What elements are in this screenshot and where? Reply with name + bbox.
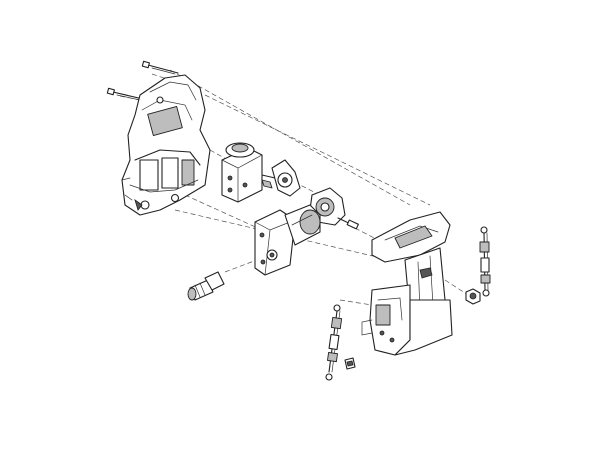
cam-plate (261, 159, 301, 197)
motor-gearbox (254, 204, 321, 276)
gearbox-small (221, 142, 276, 203)
cable-left (325, 304, 343, 381)
screw-lower (106, 87, 144, 101)
nut (465, 288, 481, 305)
right-housing (361, 211, 453, 356)
cable-right (479, 226, 491, 297)
left-housing (121, 74, 211, 216)
screw-upper (141, 60, 179, 75)
clip (344, 357, 356, 370)
hose-fitting (187, 271, 225, 301)
